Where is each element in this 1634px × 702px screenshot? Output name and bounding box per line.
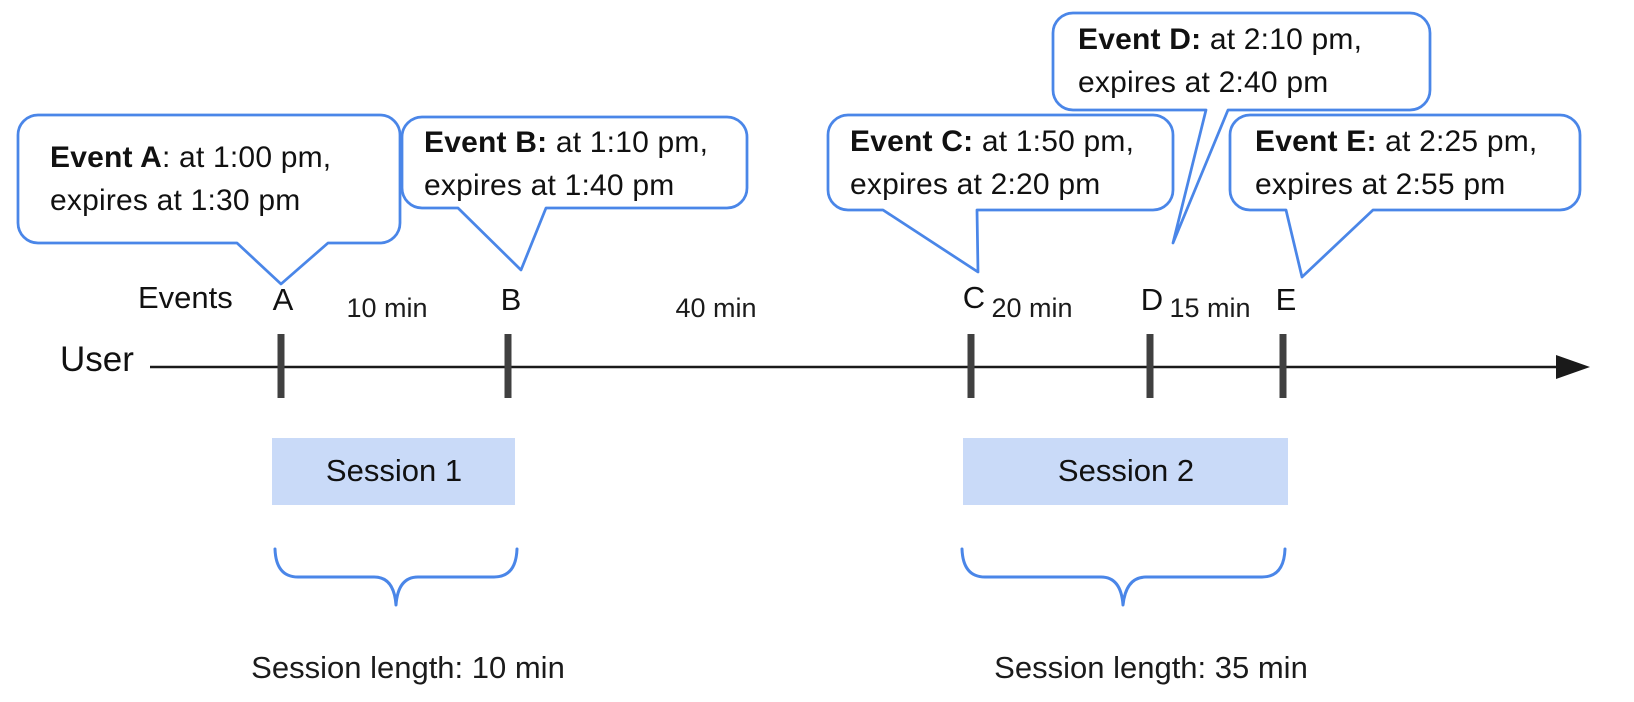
bubble-d-text: Event D: at 2:10 pm, expires at 2:40 pm — [1078, 18, 1362, 104]
bubble-e-line2: expires at 2:55 pm — [1255, 168, 1506, 201]
session-1-label: Session 1 — [325, 453, 463, 488]
bubble-event-c — [826, 113, 1175, 274]
bubble-e-line1: Event E: at 2:25 pm, — [1255, 125, 1538, 158]
bubble-c-line1: Event C: at 1:50 pm, — [850, 125, 1135, 158]
bubble-event-b — [400, 115, 749, 272]
session-1-brace — [273, 547, 519, 607]
bubble-event-e — [1228, 113, 1582, 279]
bubble-c-title: Event C: — [850, 125, 974, 158]
tick-label-c: C — [962, 280, 986, 315]
tick-b — [504, 334, 512, 398]
bubble-a-line2: expires at 1:30 pm — [50, 184, 301, 217]
session-2-bar — [963, 438, 1288, 505]
tick-d — [1146, 334, 1154, 398]
bubble-e-title: Event E: — [1255, 125, 1377, 158]
tick-label-e: E — [1275, 282, 1297, 317]
bubble-d-title: Event D: — [1078, 23, 1202, 56]
tick-c — [967, 334, 975, 398]
interval-b-c: 40 min — [675, 293, 757, 323]
tick-a — [277, 334, 285, 398]
bubble-event-d — [1051, 11, 1432, 245]
bubble-b-line2: expires at 1:40 pm — [424, 169, 675, 202]
session-2-brace — [960, 547, 1287, 607]
bubble-a-line1: Event A: at 1:00 pm, — [50, 141, 332, 174]
interval-d-e: 15 min — [1169, 293, 1251, 323]
session-2-label: Session 2 — [1057, 453, 1195, 488]
tick-label-a: A — [272, 282, 294, 317]
bubble-d-line2: expires at 2:40 pm — [1078, 66, 1329, 99]
bubble-b-title: Event B: — [424, 126, 548, 159]
bubble-c-line2: expires at 2:20 pm — [850, 168, 1101, 201]
bubble-a-text: Event A: at 1:00 pm, expires at 1:30 pm — [50, 136, 331, 222]
bubble-d-line1: Event D: at 2:10 pm, — [1078, 23, 1363, 56]
bubble-e-text: Event E: at 2:25 pm, expires at 2:55 pm — [1255, 120, 1537, 206]
user-axis-label: User — [60, 340, 134, 379]
tick-label-b: B — [500, 282, 522, 317]
tick-label-d: D — [1140, 282, 1164, 317]
session-1-bar — [272, 438, 515, 505]
events-axis-label: Events — [138, 280, 233, 315]
session-2-length-label: Session length: 35 min — [994, 650, 1308, 685]
interval-a-b: 10 min — [346, 293, 428, 323]
arrowhead — [1556, 355, 1590, 379]
bubble-c-text: Event C: at 1:50 pm, expires at 2:20 pm — [850, 120, 1134, 206]
bubble-event-a — [16, 113, 402, 286]
tick-e — [1279, 334, 1287, 398]
bubble-a-title: Event A — [50, 141, 162, 174]
bubble-b-line1: Event B: at 1:10 pm, — [424, 126, 709, 159]
interval-c-d: 20 min — [991, 293, 1073, 323]
session-1-length-label: Session length: 10 min — [251, 650, 565, 685]
bubble-b-text: Event B: at 1:10 pm, expires at 1:40 pm — [424, 121, 708, 207]
